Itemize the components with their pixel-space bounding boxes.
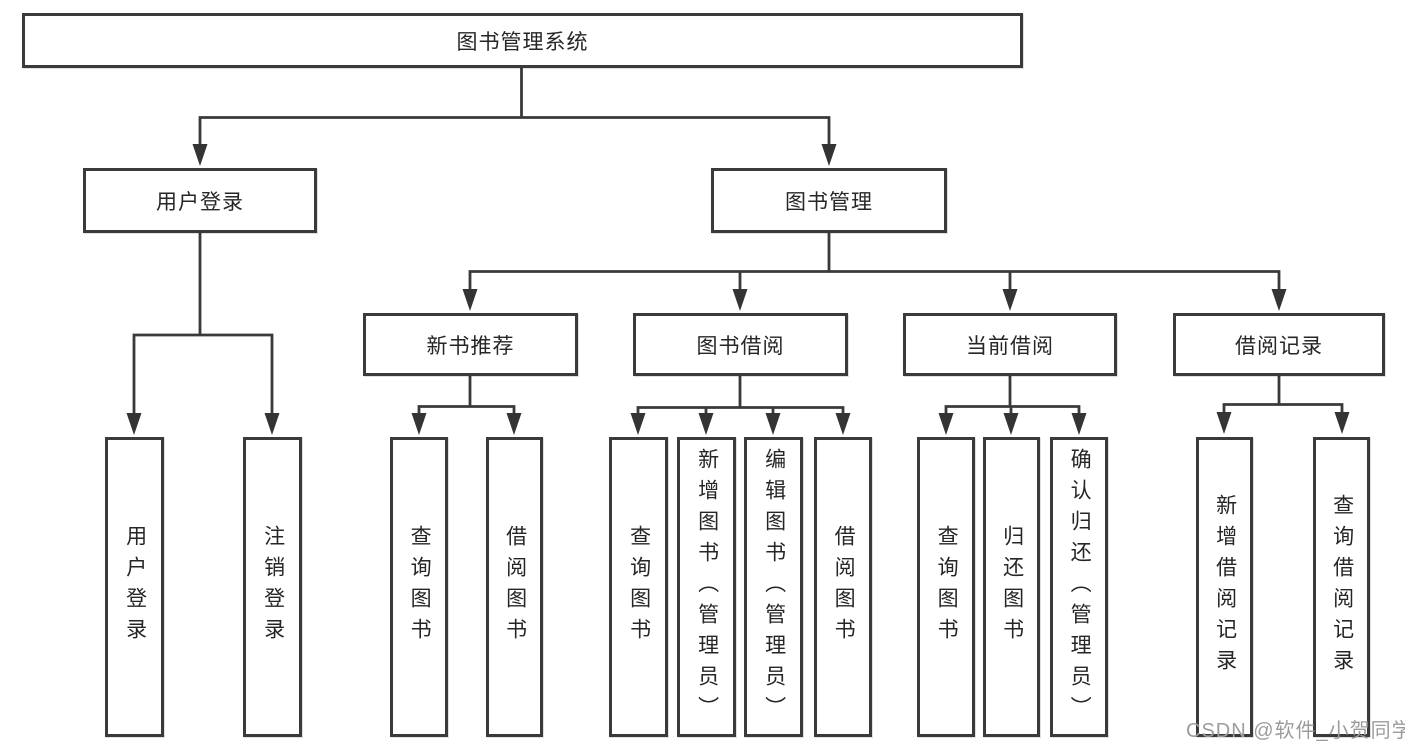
node-label: 用户登录 xyxy=(123,525,147,649)
leaf-add-borrow-record: 新增借阅记录 xyxy=(1196,437,1253,737)
leaf-logout: 注销登录 xyxy=(243,437,302,737)
node-book-management: 图书管理 xyxy=(711,168,947,233)
node-book-borrowing: 图书借阅 xyxy=(633,313,848,376)
node-label: 图书管理 xyxy=(785,190,873,214)
leaf-edit-book-admin: 编辑图书（管理员） xyxy=(744,437,803,737)
node-user-login: 用户登录 xyxy=(83,168,317,233)
node-label: 归还图书 xyxy=(1000,525,1024,649)
node-book-management-system: 图书管理系统 xyxy=(22,13,1023,68)
node-label: 注销登录 xyxy=(261,525,285,649)
leaf-add-book-admin: 新增图书（管理员） xyxy=(677,437,736,737)
node-label: 借阅图书 xyxy=(503,525,527,649)
leaf-confirm-return-admin: 确认归还（管理员） xyxy=(1050,437,1108,737)
leaf-query-books-current: 查询图书 xyxy=(917,437,975,737)
node-label: 图书管理系统 xyxy=(456,30,589,54)
node-borrowing-records: 借阅记录 xyxy=(1173,313,1385,376)
leaf-return-books: 归还图书 xyxy=(983,437,1040,737)
node-label: 查询借阅记录 xyxy=(1330,494,1354,680)
node-label: 图书借阅 xyxy=(696,334,785,358)
node-label: 新增图书（管理员） xyxy=(695,447,719,727)
node-label: 查询图书 xyxy=(627,525,651,649)
node-label: 查询图书 xyxy=(935,525,959,649)
leaf-borrow-books: 借阅图书 xyxy=(814,437,872,737)
leaf-user-login: 用户登录 xyxy=(105,437,164,737)
node-new-book-recommendation: 新书推荐 xyxy=(363,313,578,376)
node-label: 编辑图书（管理员） xyxy=(762,447,786,727)
node-label: 当前借阅 xyxy=(966,334,1054,358)
node-label: 查询图书 xyxy=(408,525,432,649)
leaf-query-borrow-record: 查询借阅记录 xyxy=(1313,437,1370,737)
leaf-query-books-borrow: 查询图书 xyxy=(609,437,668,737)
node-label: 新书推荐 xyxy=(426,334,515,358)
node-label: 借阅图书 xyxy=(832,525,856,649)
leaf-query-books-recommend: 查询图书 xyxy=(390,437,448,737)
node-label: 用户登录 xyxy=(156,190,244,214)
node-label: 借阅记录 xyxy=(1235,334,1323,358)
leaf-borrow-books-recommend: 借阅图书 xyxy=(486,437,543,737)
node-label: 新增借阅记录 xyxy=(1213,494,1237,680)
node-current-borrowing: 当前借阅 xyxy=(903,313,1117,376)
csdn-watermark: CSDN @软件_小贺同学 xyxy=(1186,720,1405,742)
node-label: 确认归还（管理员） xyxy=(1068,447,1092,727)
